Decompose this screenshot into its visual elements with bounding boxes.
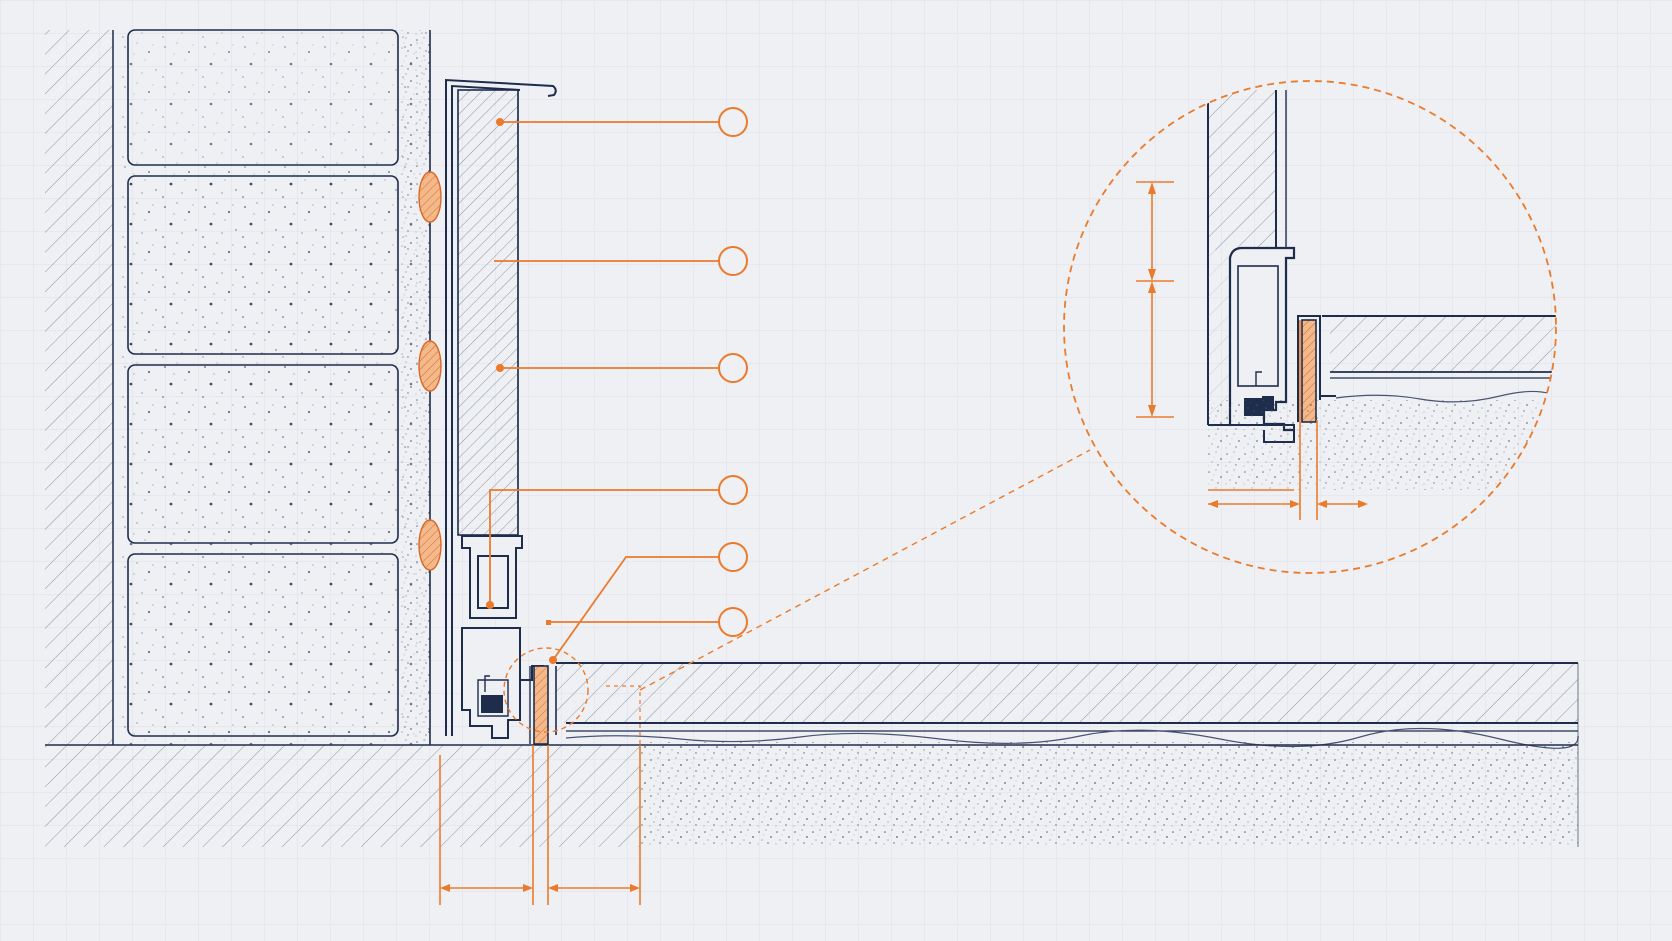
expansion-strip: [533, 665, 549, 745]
callout-marker-6[interactable]: [718, 607, 748, 637]
magnified-detail: [1063, 80, 1557, 574]
callout-marker-5[interactable]: [718, 542, 748, 572]
callout-dots: [486, 118, 557, 664]
callout-markers: [718, 107, 748, 637]
masonry-block: [127, 175, 399, 355]
detail-reference-box: [606, 685, 641, 750]
masonry-block: [127, 29, 399, 166]
main-dimensions: [439, 745, 641, 905]
detail-reference-circle: [503, 647, 589, 733]
callout-marker-4[interactable]: [718, 475, 748, 505]
adhesive-dabs: [418, 171, 442, 571]
skirting-profile: [445, 78, 557, 739]
callout-marker-3[interactable]: [718, 353, 748, 383]
floor-section: [45, 662, 1579, 847]
callout-marker-1[interactable]: [718, 107, 748, 137]
wall-section: [45, 29, 431, 745]
callout-lines: [489, 121, 719, 661]
detail-leader-line: [639, 449, 1091, 691]
callout-marker-2[interactable]: [718, 246, 748, 276]
detail-circle-outline: [1063, 80, 1557, 574]
masonry-block: [127, 553, 399, 737]
masonry-block: [127, 364, 399, 544]
